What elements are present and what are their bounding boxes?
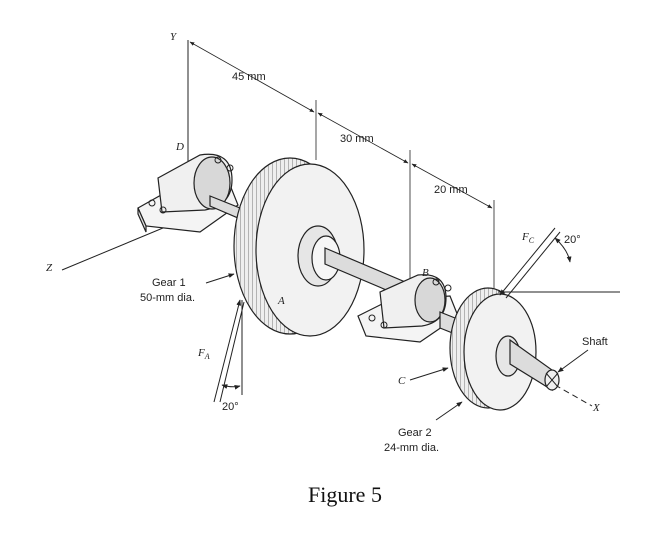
shaft-end xyxy=(509,338,560,392)
dimension-label-20mm: 20 mm xyxy=(434,184,468,196)
gear-1-name: Gear 1 xyxy=(152,277,186,289)
gear-1: A xyxy=(233,157,365,337)
gear-2-dia: 24-mm dia. xyxy=(384,442,439,454)
z-axis-line xyxy=(61,222,176,271)
dimension-line-20mm xyxy=(411,163,493,209)
gear-2-callout: Gear 2 24-mm dia. xyxy=(384,401,463,454)
z-axis-label: Z xyxy=(46,262,53,274)
shaft-callout: Shaft xyxy=(557,336,608,373)
point-c-label: C xyxy=(398,375,406,387)
angle-c-label: 20° xyxy=(564,234,581,246)
dimension-line-45mm xyxy=(189,41,315,113)
gear-1-callout: Gear 1 50-mm dia. xyxy=(140,273,235,304)
dimensions: 45 mm 30 mm 20 mm xyxy=(189,41,495,290)
angle-a-label: 20° xyxy=(222,401,239,413)
axes: Y Z X xyxy=(46,31,601,414)
bearing-b: B xyxy=(357,267,459,343)
gear-1-dia: 50-mm dia. xyxy=(140,292,195,304)
gear-2-name: Gear 2 xyxy=(398,427,432,439)
figure-caption: Figure 5 xyxy=(308,482,382,507)
y-axis-label: Y xyxy=(170,31,178,43)
force-fa-label: FA xyxy=(197,347,210,361)
point-d-label: D xyxy=(175,141,184,153)
point-b-label: B xyxy=(422,267,429,279)
force-fa-arrow xyxy=(213,299,241,403)
force-fa: FA 20° xyxy=(197,299,245,413)
shaft-label: Shaft xyxy=(582,336,608,348)
point-c-callout: C xyxy=(398,367,449,387)
x-axis-label: X xyxy=(592,402,601,414)
point-a-label: A xyxy=(277,295,285,307)
force-fc: FC 20° xyxy=(498,227,620,299)
dimension-label-45mm: 45 mm xyxy=(232,71,266,83)
dimension-line-30mm xyxy=(317,112,409,164)
force-fc-arrow xyxy=(499,227,556,296)
force-fc-label: FC xyxy=(521,231,535,245)
dimension-label-30mm: 30 mm xyxy=(340,133,374,145)
x-axis-line xyxy=(554,384,593,407)
